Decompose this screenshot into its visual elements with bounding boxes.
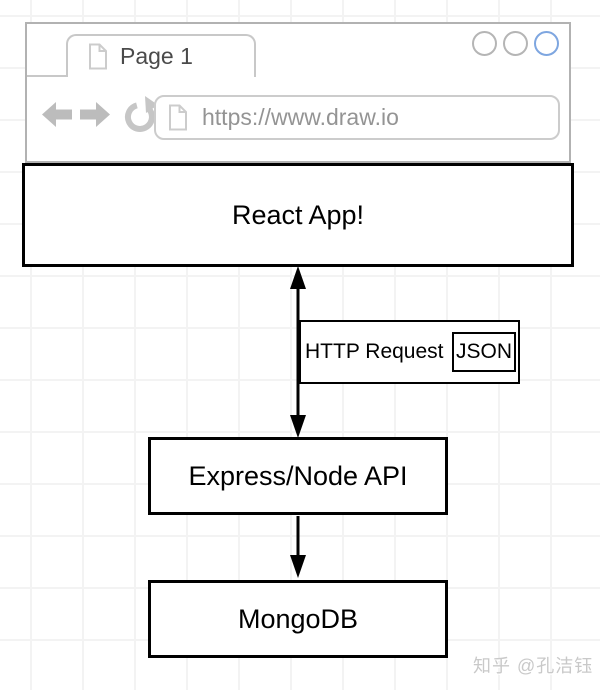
refresh-icon: [125, 96, 158, 132]
page-icon: [89, 43, 107, 70]
json-label: JSON: [455, 340, 512, 363]
edge-label-json-box: JSON: [452, 332, 516, 372]
browser-tab[interactable]: Page 1: [66, 34, 256, 77]
watermark-text: 知乎 @孔洁钰: [473, 656, 594, 676]
forward-button[interactable]: [80, 101, 110, 128]
edge-express-mongo-arrow: [290, 516, 306, 578]
window-control-circle-1[interactable]: [472, 31, 497, 56]
url-field[interactable]: https://www.draw.io: [154, 95, 560, 140]
back-arrow-icon: [42, 101, 72, 127]
window-controls: [472, 31, 559, 56]
edge-label-http-request-box: HTTP Request JSON: [299, 320, 520, 384]
node-mongodb: MongoDB: [148, 580, 448, 658]
page-icon: [169, 104, 187, 131]
node-react-app: React App!: [22, 163, 574, 267]
window-control-circle-2[interactable]: [503, 31, 528, 56]
refresh-button[interactable]: [122, 95, 158, 133]
browser-nav-buttons: [42, 95, 158, 133]
url-text: https://www.draw.io: [202, 104, 399, 130]
node-express-label: Express/Node API: [188, 460, 408, 491]
back-button[interactable]: [42, 101, 72, 128]
window-control-circle-active[interactable]: [534, 31, 559, 56]
tab-label: Page 1: [120, 43, 193, 69]
http-request-label: HTTP Request: [305, 340, 444, 363]
node-react-app-label: React App!: [231, 199, 365, 230]
node-express-node-api: Express/Node API: [148, 437, 448, 515]
forward-arrow-icon: [80, 101, 110, 127]
browser-window-frame: Page 1: [25, 22, 571, 163]
tab-baseline-divider: [27, 75, 67, 77]
node-mongodb-label: MongoDB: [237, 603, 359, 634]
